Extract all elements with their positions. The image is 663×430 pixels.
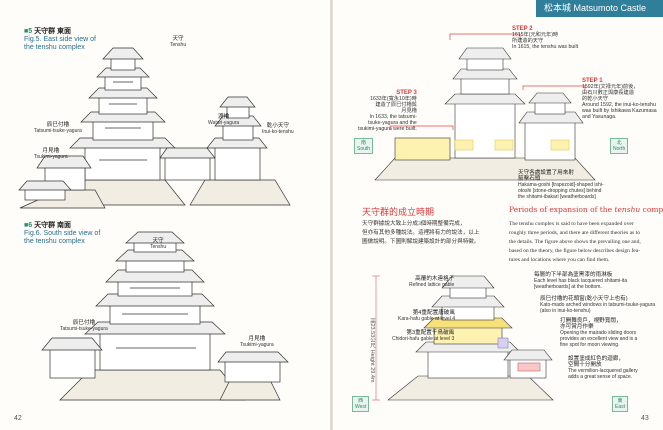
steps-castle-illustration bbox=[374, 33, 596, 181]
detail-castle-illustration bbox=[372, 275, 554, 401]
section-title-zh: 天守群的成立時期 bbox=[362, 208, 435, 218]
height-measure: 高23.53公尺 Height 29.4m bbox=[369, 318, 375, 383]
section-title-en: Periods of expansion of the tenshu compl… bbox=[509, 205, 663, 214]
page-number-right: 43 bbox=[641, 415, 649, 422]
page-number-left: 42 bbox=[14, 415, 22, 422]
header-bar: 松本城 Matsumoto Castle bbox=[536, 0, 663, 17]
step1-label: STEP 1 1592年(文禄元年)前後， 由石川數正與康長建造 的乾小天守 A… bbox=[582, 78, 657, 120]
callout-kato-mado: 辰巳付櫓的花頭窗(乾小天守上也有)Kato-mado arched window… bbox=[540, 296, 656, 314]
fig6-title: ■6 天守群 南面 Fig.6. South side view of the … bbox=[24, 222, 101, 245]
book-gutter bbox=[330, 0, 333, 430]
fig6-castle-illustration bbox=[41, 231, 289, 401]
step2-label: STEP 2 1615年(元和元年)時 所建造的天守 In 1615, the … bbox=[512, 26, 579, 50]
fig5-title: ■5 天守群 東面 Fig.5. East side view of the t… bbox=[24, 28, 96, 51]
section-body-en: The tenshu complex is said to have been … bbox=[509, 221, 641, 263]
fig5-castle-illustration bbox=[18, 47, 291, 209]
section-body-zh: 天守群據說大致上分成3個時期整備完成， 但亦有其他多種說法。這裡將有力的說法，以… bbox=[362, 221, 480, 245]
stone-drop-callout: 天守各處設置了用來射 箭擊石頭 Hakama-goshi [trapezoid]… bbox=[518, 170, 604, 200]
step3-label: STEP 3 1633年(寬永10年)時 建造了辰巳付櫓與 月見櫓 In 163… bbox=[358, 90, 417, 132]
